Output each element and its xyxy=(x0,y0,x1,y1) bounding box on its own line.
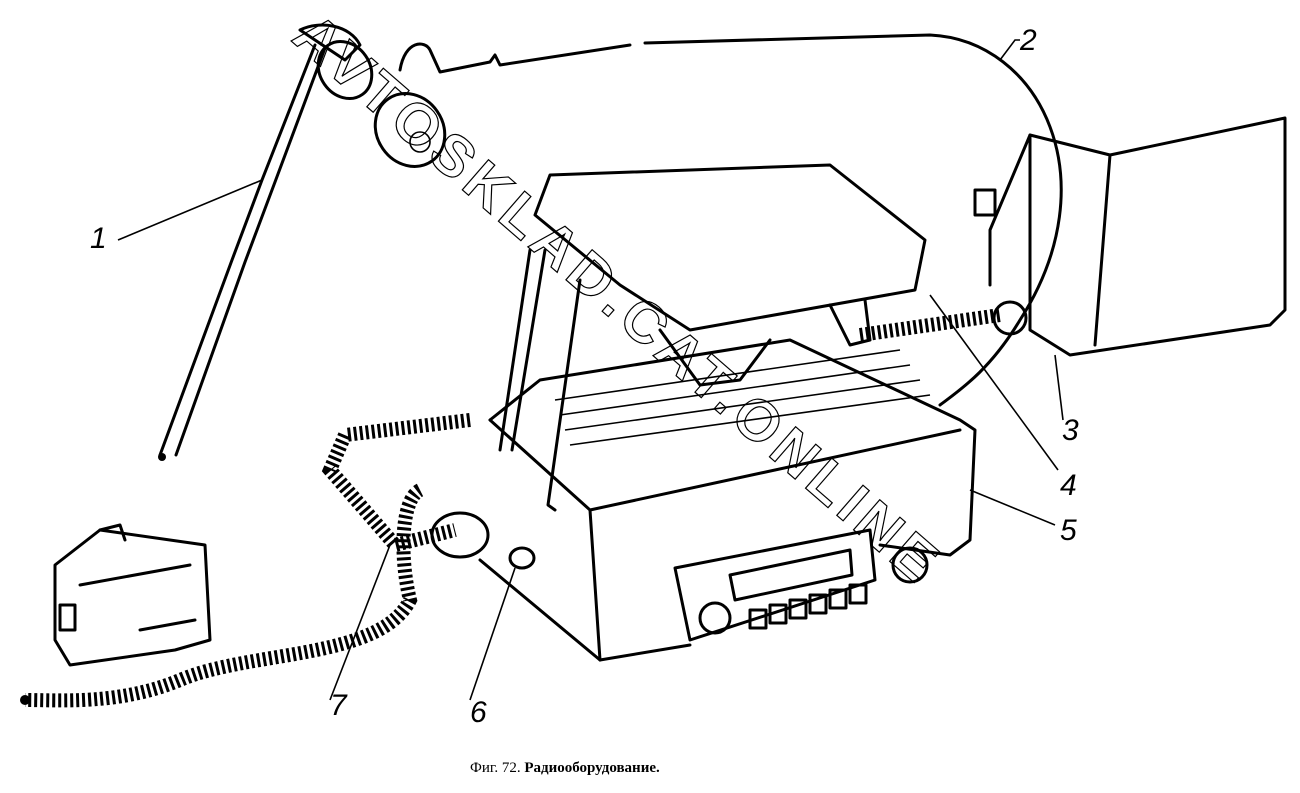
radio-buttons xyxy=(748,583,868,630)
label-1: 1 xyxy=(90,222,107,255)
tuning-knob xyxy=(891,546,929,584)
speaker-cable xyxy=(859,308,1001,342)
figure-caption: Фиг. 72. Радиооборудование. xyxy=(470,760,660,777)
radio-receiver xyxy=(478,338,977,662)
label-4: 4 xyxy=(1060,469,1077,502)
caption-number: Фиг. 72. xyxy=(470,760,521,776)
volume-knob xyxy=(698,601,732,635)
label-5: 5 xyxy=(1060,514,1077,547)
antenna-cable xyxy=(398,33,1063,407)
antenna xyxy=(158,23,362,461)
label-2: 2 xyxy=(1019,24,1037,57)
label-7: 7 xyxy=(330,689,348,722)
speaker xyxy=(973,116,1287,357)
caption-title: Радиооборудование. xyxy=(524,760,660,776)
label-3: 3 xyxy=(1062,414,1079,447)
callouts: 1 2 3 4 5 6 7 xyxy=(90,24,1079,729)
connector xyxy=(508,546,536,570)
filter-box xyxy=(53,523,212,667)
label-6: 6 xyxy=(470,696,487,729)
antenna-mount xyxy=(316,40,447,168)
watermark: AVTOSKLAD.CAT.ONLINE xyxy=(281,1,954,598)
power-cable xyxy=(20,413,490,708)
